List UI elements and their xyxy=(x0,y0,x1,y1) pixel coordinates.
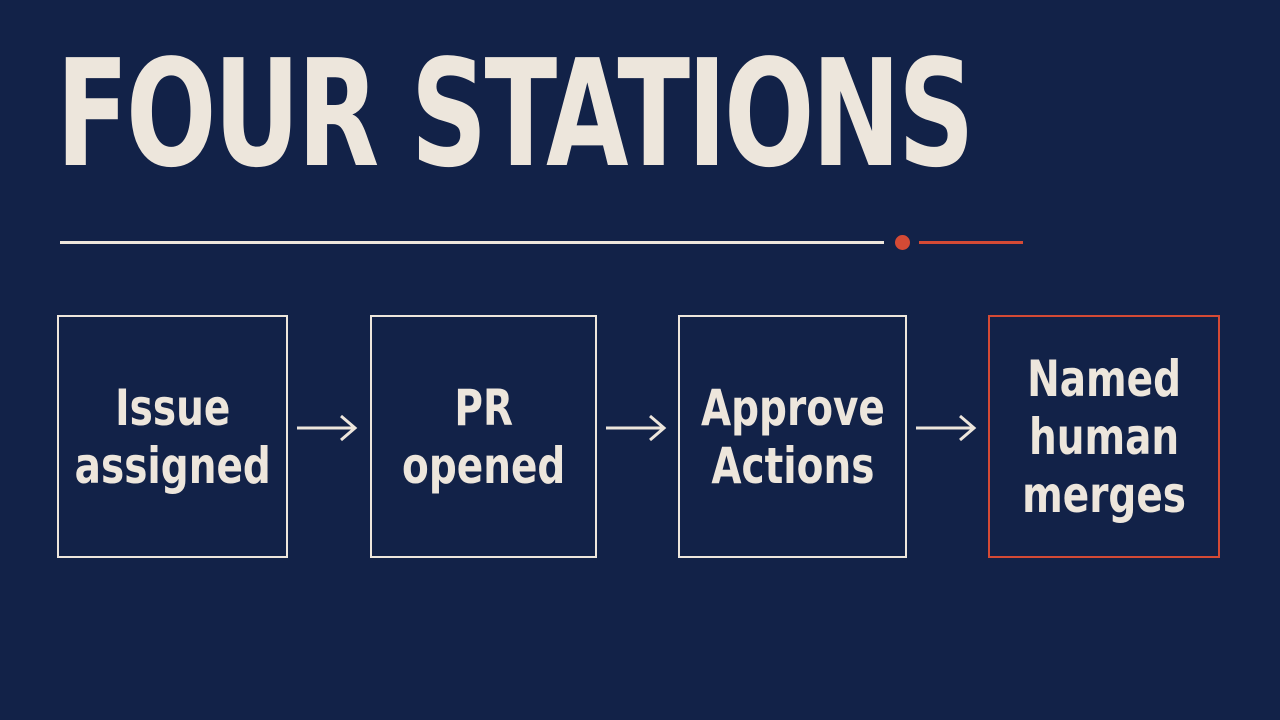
station-label: Approve Actions xyxy=(700,378,885,495)
underline-accent-segment xyxy=(919,241,1023,244)
title-underline xyxy=(60,241,884,244)
station-pr-opened: PR opened xyxy=(370,315,597,558)
underline-accent-dot xyxy=(895,235,910,250)
station-label: Named human merges xyxy=(1022,349,1186,524)
station-label: Issue assigned xyxy=(74,378,271,495)
station-label: PR opened xyxy=(401,378,566,495)
station-approve-actions: Approve Actions xyxy=(678,315,907,558)
arrow-right-icon xyxy=(606,414,667,442)
station-issue-assigned: Issue assigned xyxy=(57,315,288,558)
arrow-right-icon xyxy=(297,414,358,442)
slide-title: FOUR STATIONS xyxy=(56,28,975,200)
arrow-right-icon xyxy=(916,414,977,442)
station-named-human-merges: Named human merges xyxy=(988,315,1220,558)
